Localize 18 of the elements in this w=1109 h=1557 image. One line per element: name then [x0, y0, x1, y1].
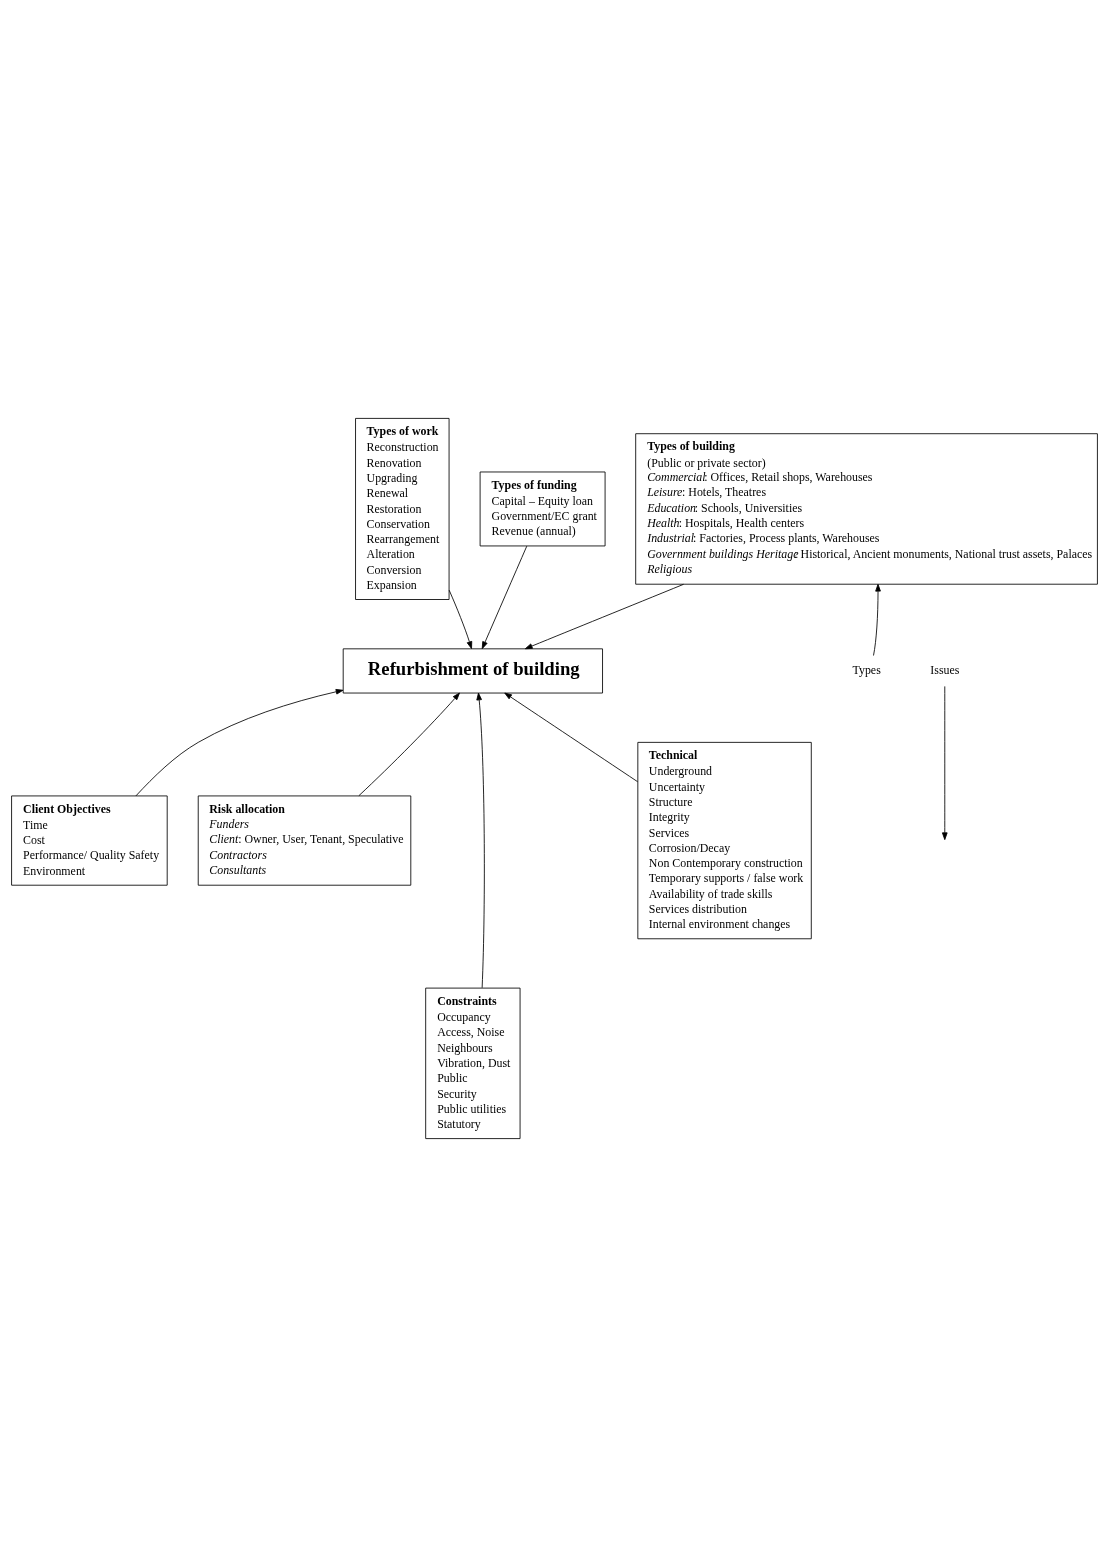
- arrow: [524, 583, 684, 650]
- node-text: Types: [852, 663, 881, 678]
- arrow: [504, 692, 638, 783]
- arrow: [448, 589, 473, 649]
- arrow: [476, 692, 485, 989]
- arrow: [873, 583, 881, 656]
- node-box: Risk allocation Funders Client: Owner, User, Tenant, Speculative Contractors Consultants: [197, 795, 412, 886]
- node-text: Issues: [930, 663, 960, 678]
- node-box: Technical Underground Uncertainty Structure Integrity Services Corrosion/Decay Non Contemporary construction Temporary supports / false work Availability of trade skills Services distribution Internal environment changes: [637, 741, 812, 940]
- arrow: [135, 688, 344, 797]
- arrow: [481, 545, 528, 650]
- node-box: Constraints Occupancy Access, Noise Neighbours Vibration, Dust Public Security Public utilities Statutory: [425, 987, 521, 1140]
- node-box: Client Objectives Time Cost Performance/ Quality Safety Environment: [11, 795, 168, 886]
- arrow: [358, 692, 460, 797]
- node-box: Types of funding Capital – Equity loan Government/EC grant Revenue (annual): [479, 471, 606, 547]
- arrow: [941, 685, 948, 841]
- node-box: Refurbishment of building: [342, 648, 603, 694]
- node-box: Types of work Reconstruction Renovation Upgrading Renewal Restoration Conservation Rearrangement Alteration Conversion Expansion: [355, 417, 450, 600]
